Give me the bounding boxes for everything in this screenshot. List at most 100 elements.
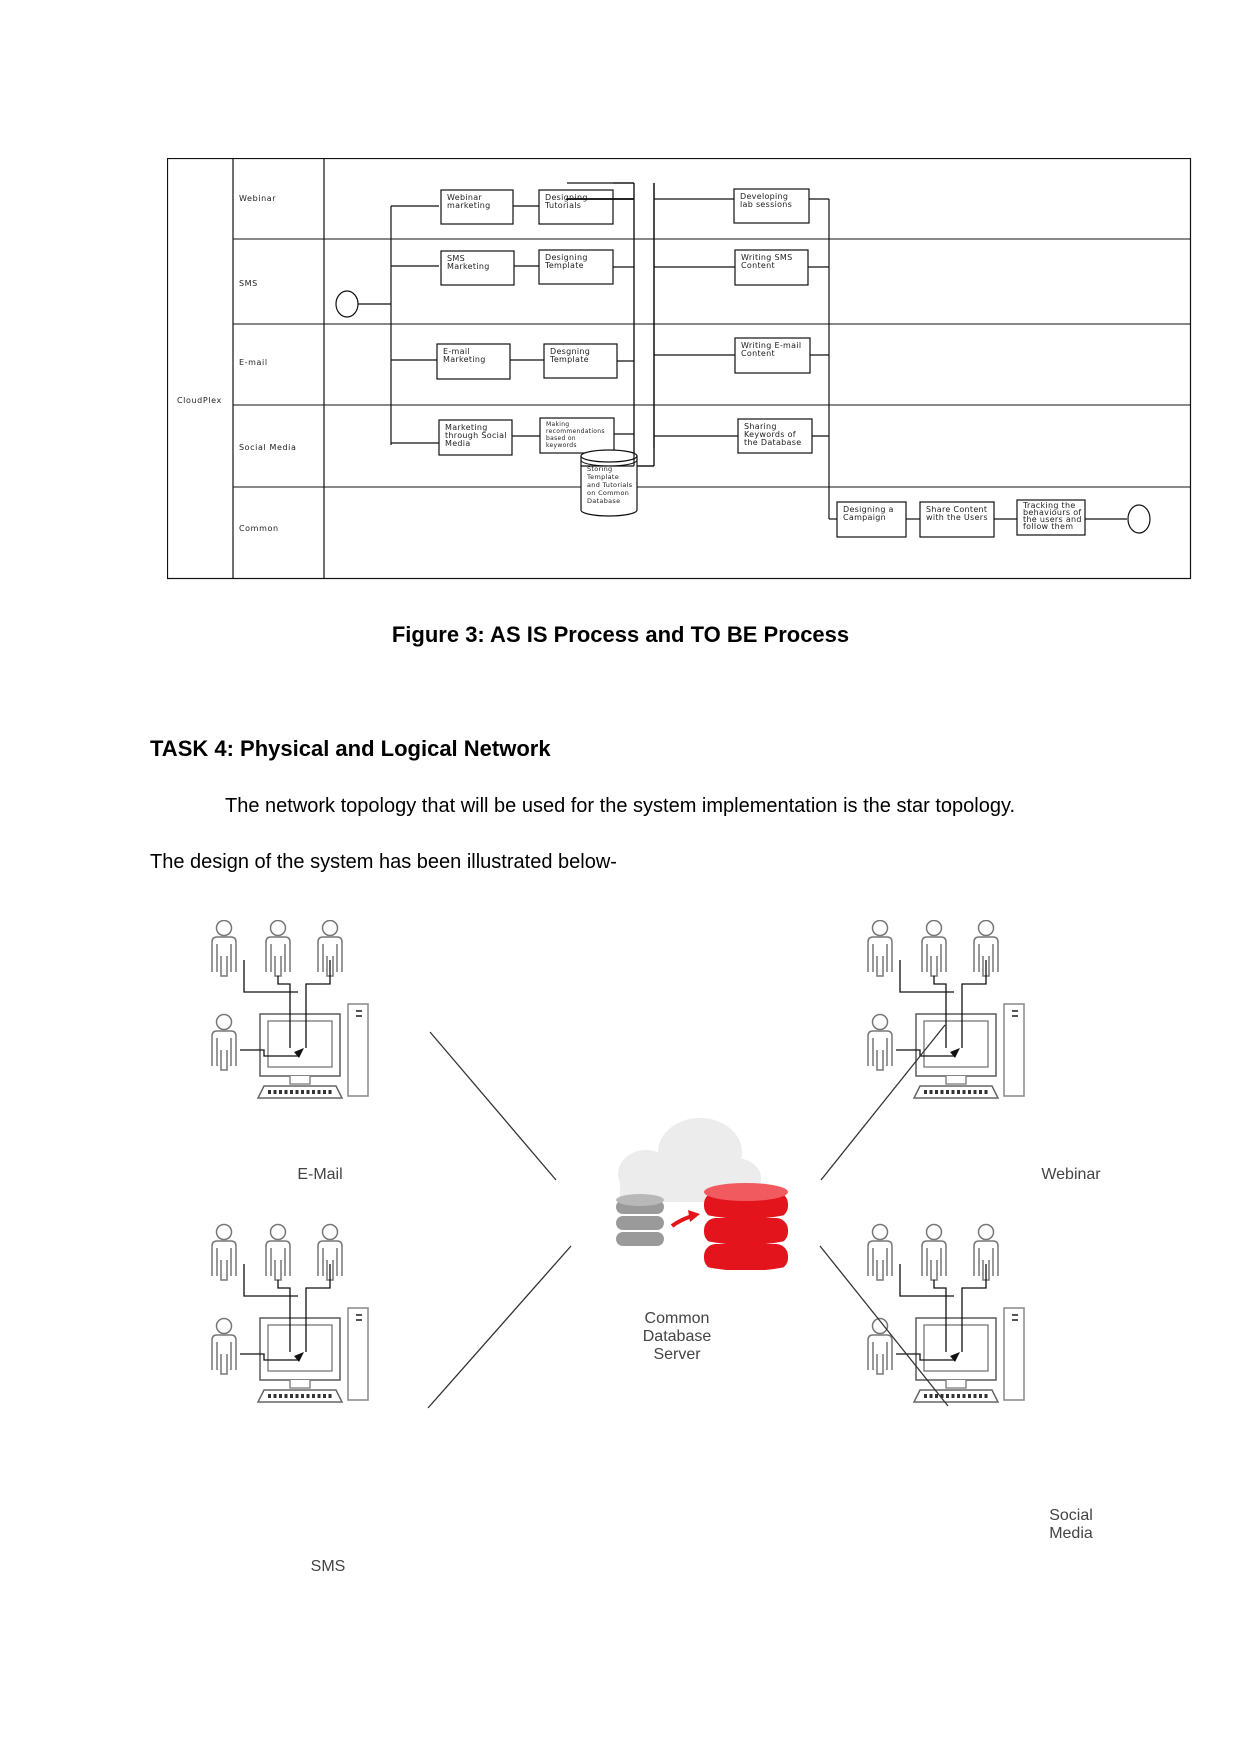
keyboard-key xyxy=(301,1090,304,1094)
network-link xyxy=(820,1024,946,1181)
lane-label: SMS xyxy=(239,279,258,288)
user-icon xyxy=(317,1223,343,1281)
user-wire xyxy=(961,1264,987,1352)
task-box xyxy=(836,501,907,538)
keyboard-key xyxy=(323,1394,326,1398)
keyboard-key xyxy=(273,1090,277,1094)
user-body xyxy=(867,1030,893,1071)
tower-slot xyxy=(356,1015,362,1017)
monitor-screen xyxy=(267,1324,333,1372)
user-head xyxy=(269,1223,287,1241)
database-disk xyxy=(704,1218,788,1244)
tower-slot xyxy=(1012,1010,1018,1012)
keyboard-key xyxy=(962,1090,966,1094)
lane-label: Common xyxy=(239,524,279,533)
user-wire xyxy=(899,960,954,993)
figure-caption: Figure 3: AS IS Process and TO BE Proces… xyxy=(391,622,850,647)
user-icon xyxy=(211,1317,237,1375)
monitor-stand xyxy=(289,1380,311,1389)
user-body xyxy=(211,936,237,977)
task-box xyxy=(538,249,614,285)
arrow-head xyxy=(294,1352,304,1362)
user-icon xyxy=(211,920,237,977)
tower-slot xyxy=(356,1314,362,1316)
user-head xyxy=(215,1223,233,1241)
user-icon xyxy=(211,1223,237,1281)
start-event xyxy=(335,290,359,318)
database-disk xyxy=(616,1216,664,1230)
keyboard-key xyxy=(973,1090,977,1094)
task-box xyxy=(1016,499,1086,536)
monitor-screen xyxy=(267,1020,333,1068)
database-server-icon xyxy=(616,1118,788,1273)
arrow-head xyxy=(294,1048,304,1058)
task-box xyxy=(438,419,513,456)
user-head xyxy=(321,1223,339,1241)
user-icon xyxy=(867,920,893,977)
keyboard-key xyxy=(935,1394,938,1398)
lane-label: E-mail xyxy=(239,358,268,367)
computer-icon xyxy=(256,1307,369,1403)
keyboard-key xyxy=(924,1394,927,1398)
database-disk-top xyxy=(616,1194,664,1206)
keyboard-key xyxy=(929,1394,933,1398)
user-head xyxy=(321,920,339,937)
keyboard-key xyxy=(968,1090,971,1094)
user-head xyxy=(215,920,233,937)
task-box xyxy=(436,343,511,380)
email-label: E-Mail xyxy=(297,1166,342,1183)
monitor-stand xyxy=(945,1380,967,1389)
computer-icon xyxy=(912,1003,1025,1099)
lane-label: Social Media xyxy=(239,443,297,452)
webinar-cluster xyxy=(867,920,1025,1099)
user-icon xyxy=(265,1223,291,1281)
user-icon xyxy=(317,920,343,977)
network-link xyxy=(429,1031,557,1181)
task-box xyxy=(538,189,614,225)
webinar-label: Webinar xyxy=(1041,1166,1101,1183)
pool-label: CloudPlex xyxy=(177,396,222,405)
database-ring xyxy=(705,1267,787,1273)
database-disk xyxy=(704,1244,788,1270)
user-head xyxy=(977,920,995,937)
end-event xyxy=(1127,504,1151,534)
keyboard xyxy=(256,1085,344,1099)
user-icon xyxy=(211,1013,237,1071)
keyboard-key xyxy=(968,1394,971,1398)
keyboard-key xyxy=(312,1394,315,1398)
keyboard-key xyxy=(957,1394,960,1398)
user-head xyxy=(871,1013,889,1031)
monitor-stand xyxy=(945,1076,967,1085)
network-link xyxy=(427,1245,572,1409)
paragraph-topology: The network topology that will be used f… xyxy=(225,795,1016,817)
keyboard-key xyxy=(929,1090,933,1094)
sms-cluster xyxy=(211,1223,369,1403)
user-wire xyxy=(961,960,987,1048)
user-icon xyxy=(921,1223,947,1281)
keyboard-key xyxy=(306,1394,310,1398)
user-wire xyxy=(240,1353,298,1361)
pool-border xyxy=(167,158,1192,580)
sync-arrow-head xyxy=(688,1210,700,1222)
user-body xyxy=(867,1334,893,1375)
social-cluster xyxy=(867,1223,1025,1403)
keyboard-key xyxy=(984,1394,988,1398)
paragraph-design: The design of the system has been illust… xyxy=(150,851,617,873)
user-wire xyxy=(899,1264,954,1297)
keyboard-key xyxy=(284,1394,288,1398)
monitor-screen xyxy=(923,1324,989,1372)
computer-tower xyxy=(1003,1307,1025,1401)
sms-label: SMS xyxy=(311,1558,346,1575)
keyboard-key xyxy=(984,1090,988,1094)
